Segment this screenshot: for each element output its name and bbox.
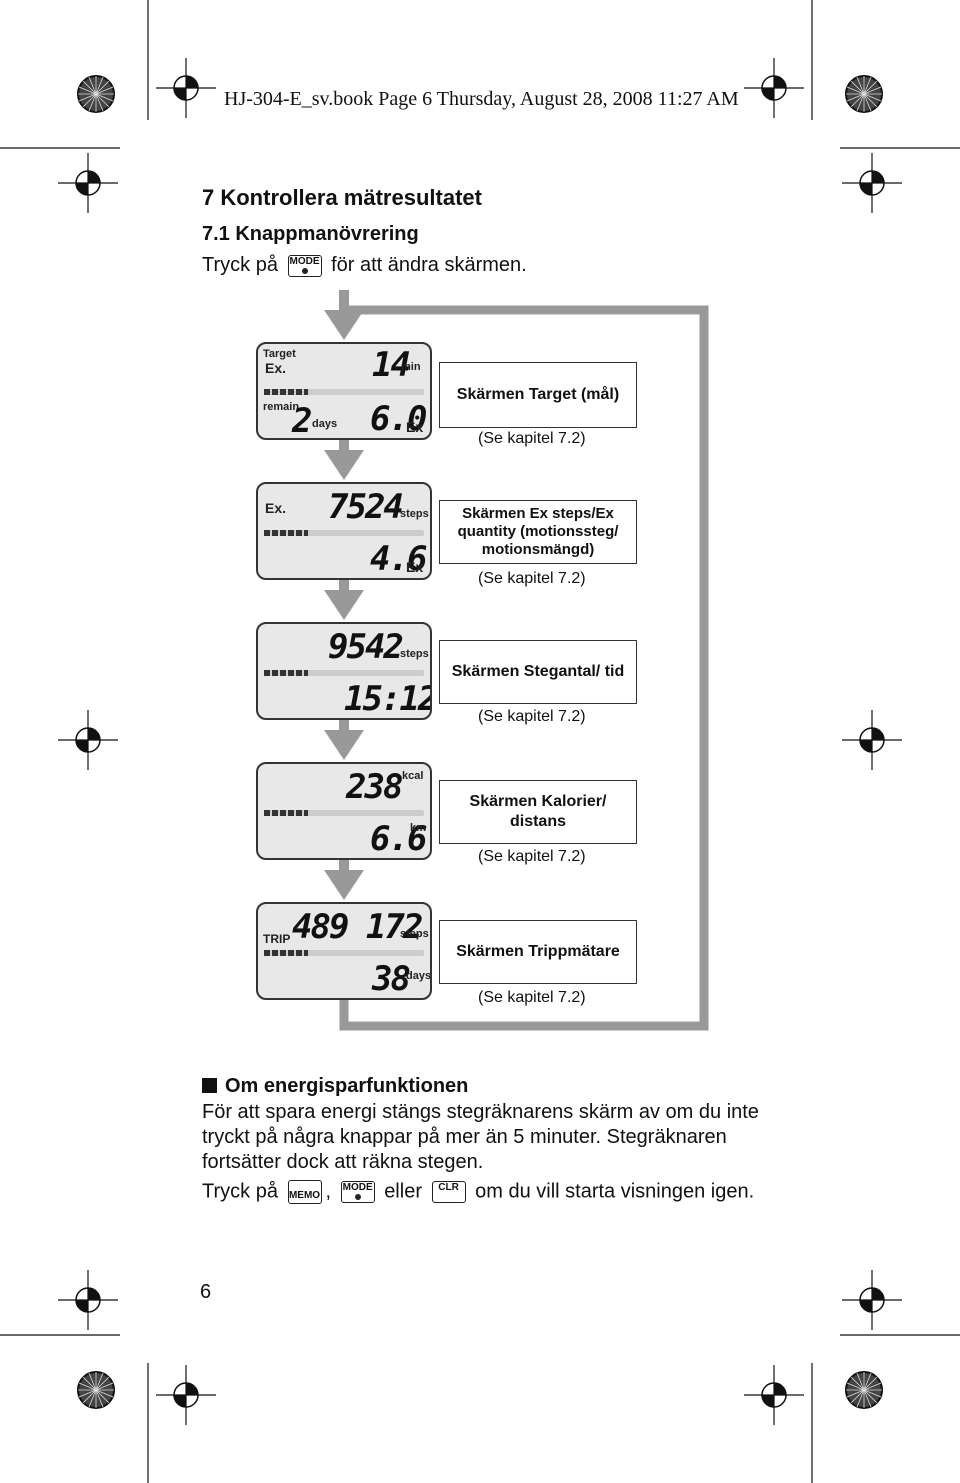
mode-button-icon: MODE	[287, 254, 322, 277]
lcd-bottom-unit: km	[410, 822, 426, 834]
flow-arrow	[324, 310, 364, 340]
flow-arrow	[324, 870, 364, 900]
section-title: 7.1 Knappmanövrering	[202, 223, 419, 245]
lcd-ex-steps: Ex. 7524 steps 4.6 Ex	[256, 482, 432, 580]
screen-name-target: Skärmen Target (mål)	[439, 362, 637, 428]
screen-ref-calories-distance: (Se kapitel 7.2)	[478, 848, 586, 865]
intro-line: Tryck på MODE för att ändra skärmen.	[202, 254, 527, 277]
lcd-bottom-value: 38	[372, 959, 411, 999]
lcd-bottom-unit: Ex	[406, 559, 424, 575]
screen-ref-trip: (Se kapitel 7.2)	[478, 989, 586, 1006]
lcd-label-remain: remain	[263, 401, 300, 413]
flow-arrow	[324, 590, 364, 620]
intro-after: för att ändra skärmen.	[331, 254, 527, 276]
lcd-trip: TRIP 489 172 steps 38 days	[256, 902, 432, 1000]
lcd-bottom-unit: Ex	[406, 419, 424, 435]
screen-name-calories-distance: Skärmen Kalorier/ distans	[439, 780, 637, 844]
lcd-top-value: 9542	[328, 627, 404, 667]
lcd-calories-distance: 238 kcal 6.6 km	[256, 762, 432, 860]
lcd-top-value: 238	[346, 767, 403, 807]
screen-name-steps-time: Skärmen Stegantal/ tid	[439, 640, 637, 704]
screen-ref-ex-steps: (Se kapitel 7.2)	[478, 570, 586, 587]
chapter-title: 7 Kontrollera mätresultatet	[202, 185, 482, 210]
screen-ref-target: (Se kapitel 7.2)	[478, 430, 586, 447]
screen-name-trip: Skärmen Trippmätare	[439, 920, 637, 984]
clr-button-icon: CLR	[431, 1181, 466, 1203]
lcd-bottom-value: 6.6	[370, 819, 427, 859]
lcd-label-ex: Ex.	[265, 500, 287, 516]
lcd-left-value: 2	[292, 401, 313, 440]
lcd-top-value: 489 172	[292, 907, 423, 947]
lcd-bottom-value: 4.6	[370, 539, 427, 579]
flow-arrow	[324, 730, 364, 760]
square-bullet-icon	[202, 1078, 217, 1093]
lcd-bottom-value: 15:12	[344, 679, 432, 719]
lcd-target: Target Ex. 14 min remain 2 days 6.0 Ex	[256, 342, 432, 440]
lcd-top-unit: kcal	[402, 770, 424, 782]
lcd-label-ex: Ex.	[265, 360, 287, 376]
energy-paragraph: För att spara energi stängs stegräknaren…	[202, 1101, 759, 1173]
screen-name-ex-steps: Skärmen Ex steps/Ex quantity (motionsste…	[439, 500, 637, 564]
flow-diagram	[324, 290, 709, 1031]
lcd-progress-bar	[264, 810, 424, 816]
page-number: 6	[200, 1281, 212, 1303]
lcd-bottom-value: 6.0	[370, 399, 427, 439]
screen-ref-steps-time: (Se kapitel 7.2)	[478, 708, 586, 725]
press-line: Tryck på MEMO, MODE eller CLR om du vill…	[202, 1180, 755, 1204]
lcd-progress-bar	[264, 530, 424, 536]
intro-before: Tryck på	[202, 254, 278, 276]
energy-section-title: Om energisparfunktionen	[202, 1075, 468, 1098]
lcd-bottom-unit: days	[406, 970, 432, 982]
lcd-progress-bar	[264, 950, 424, 956]
mode-button-icon: MODE	[340, 1181, 375, 1203]
lcd-progress-bar	[264, 670, 424, 676]
book-header: HJ-304-E_sv.book Page 6 Thursday, August…	[224, 88, 739, 110]
lcd-top-unit: steps	[400, 508, 429, 520]
lcd-top-unit: steps	[400, 928, 429, 940]
flow-arrow	[324, 450, 364, 480]
lcd-top-unit: steps	[400, 648, 429, 660]
lcd-top-unit: min	[401, 361, 421, 373]
lcd-progress-bar	[264, 389, 424, 395]
lcd-label-target: Target	[263, 348, 296, 360]
lcd-steps-time: 9542 steps 15:12	[256, 622, 432, 720]
lcd-left-unit: days	[312, 418, 338, 430]
lcd-label-trip: TRIP	[263, 932, 291, 946]
lcd-top-value: 14	[372, 345, 411, 385]
memo-button-icon: MEMO	[287, 1180, 322, 1204]
lcd-top-value: 7524	[328, 487, 404, 527]
